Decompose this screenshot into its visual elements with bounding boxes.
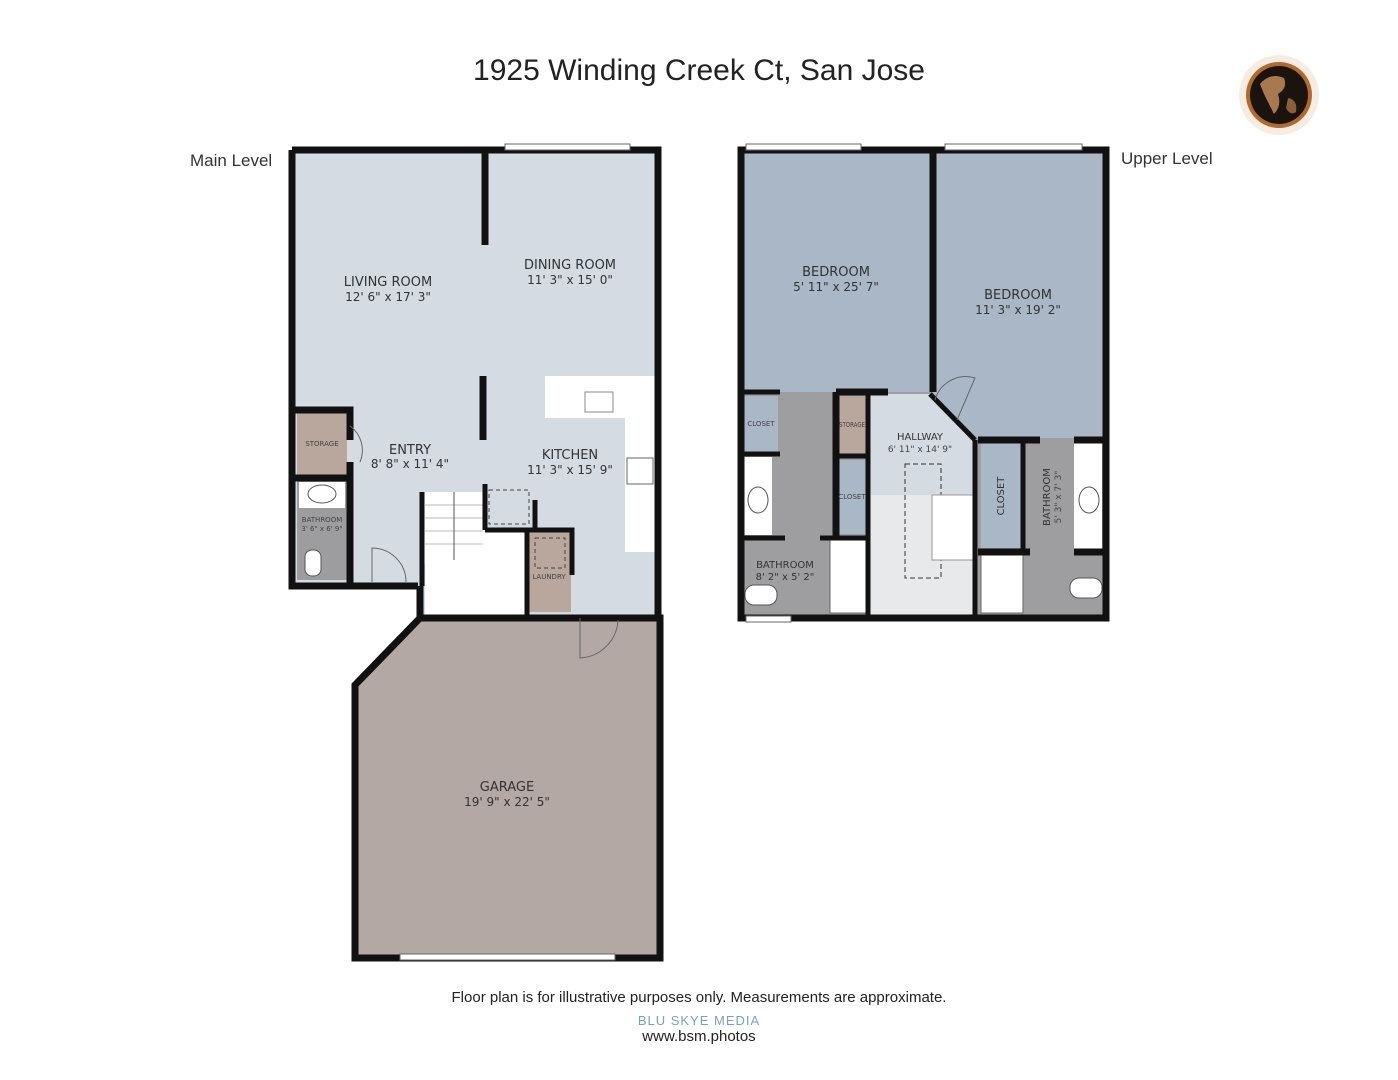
bedroom-2 [933,150,1106,438]
bedroom-1 [741,150,933,392]
upper-storage [838,396,866,454]
team-logo [1239,55,1319,135]
page-title: 1925 Winding Creek Ct, San Jose [473,54,925,87]
storage-room [297,413,347,475]
closet-1 [744,396,778,452]
main-walls [288,146,664,962]
upper-walls [737,146,1110,622]
entry-door[interactable] [371,547,407,583]
room-label-hallway: HALLWAY [897,432,944,443]
room-label-bathroom-1: BATHROOM [756,560,814,571]
bathtub [829,538,869,614]
room-label-garage: GARAGE [480,780,534,795]
room-label-bedroom-2: BEDROOM [984,288,1052,303]
closet-3 [981,443,1021,548]
shower [980,554,1024,614]
sink-icon [584,391,614,413]
room-label-storage: STORAGE [305,440,338,448]
room-label-bedroom-1: BEDROOM [802,265,870,280]
room-dims-entry: 8' 8" x 11' 4" [371,457,449,471]
website-link[interactable]: www.bsm.photos [642,1028,756,1045]
room-label-laundry: LAUNDRY [532,573,566,581]
room-dims-bathroom-2: 5' 3" x 7' 3" [1054,471,1064,524]
room-dims-living: 12' 6" x 17' 3" [345,290,431,304]
upper-level-label: Upper Level [1121,149,1213,168]
room-dims-dining: 11' 3" x 15' 0" [527,273,613,287]
room-dims-bedroom-2: 11' 3" x 19' 2" [975,303,1061,317]
room-dims-bathroom-1: 8' 2" x 5' 2" [756,572,815,583]
garage-floor [355,618,660,958]
laundry-room [529,532,571,612]
room-label-entry: ENTRY [389,443,431,458]
room-dims-bedroom-1: 5' 11" x 25' 7" [793,280,879,294]
room-dims-kitchen: 11' 3" x 15' 9" [527,463,613,477]
room-label-living: LIVING ROOM [344,275,432,290]
disclaimer: Floor plan is for illustrative purposes … [451,989,947,1006]
room-label-kitchen: KITCHEN [542,448,598,463]
room-label-closet-2: CLOSET [838,493,866,501]
room-label-dining: DINING ROOM [524,258,616,273]
room-dims-garage: 19' 9" x 22' 5" [464,795,550,809]
closet-2 [838,460,866,534]
stove-icon [626,457,654,485]
room-dims-hallway: 6' 11" x 14' 9" [888,445,952,455]
main-level-label: Main Level [190,151,273,170]
garage-door[interactable] [579,618,619,659]
upper-level-plan: BEDROOM 5' 11" x 25' 7" BEDROOM 11' 3" x… [737,143,1110,623]
room-dims-bathroom: 3' 6" x 6' 9" [301,525,342,533]
room-label-bathroom: BATHROOM [302,516,343,524]
room-label-closet-3: CLOSET [996,476,1007,516]
room-label-closet-1: CLOSET [747,420,775,428]
room-label-bathroom-2: BATHROOM [1042,468,1053,526]
room-label-upper-storage: STORAGE [839,421,865,429]
main-level-plan: LIVING ROOM 12' 6" x 17' 3" DINING ROOM … [288,143,928,962]
brand-logo: BLU SKYE MEDIA [637,1013,761,1028]
